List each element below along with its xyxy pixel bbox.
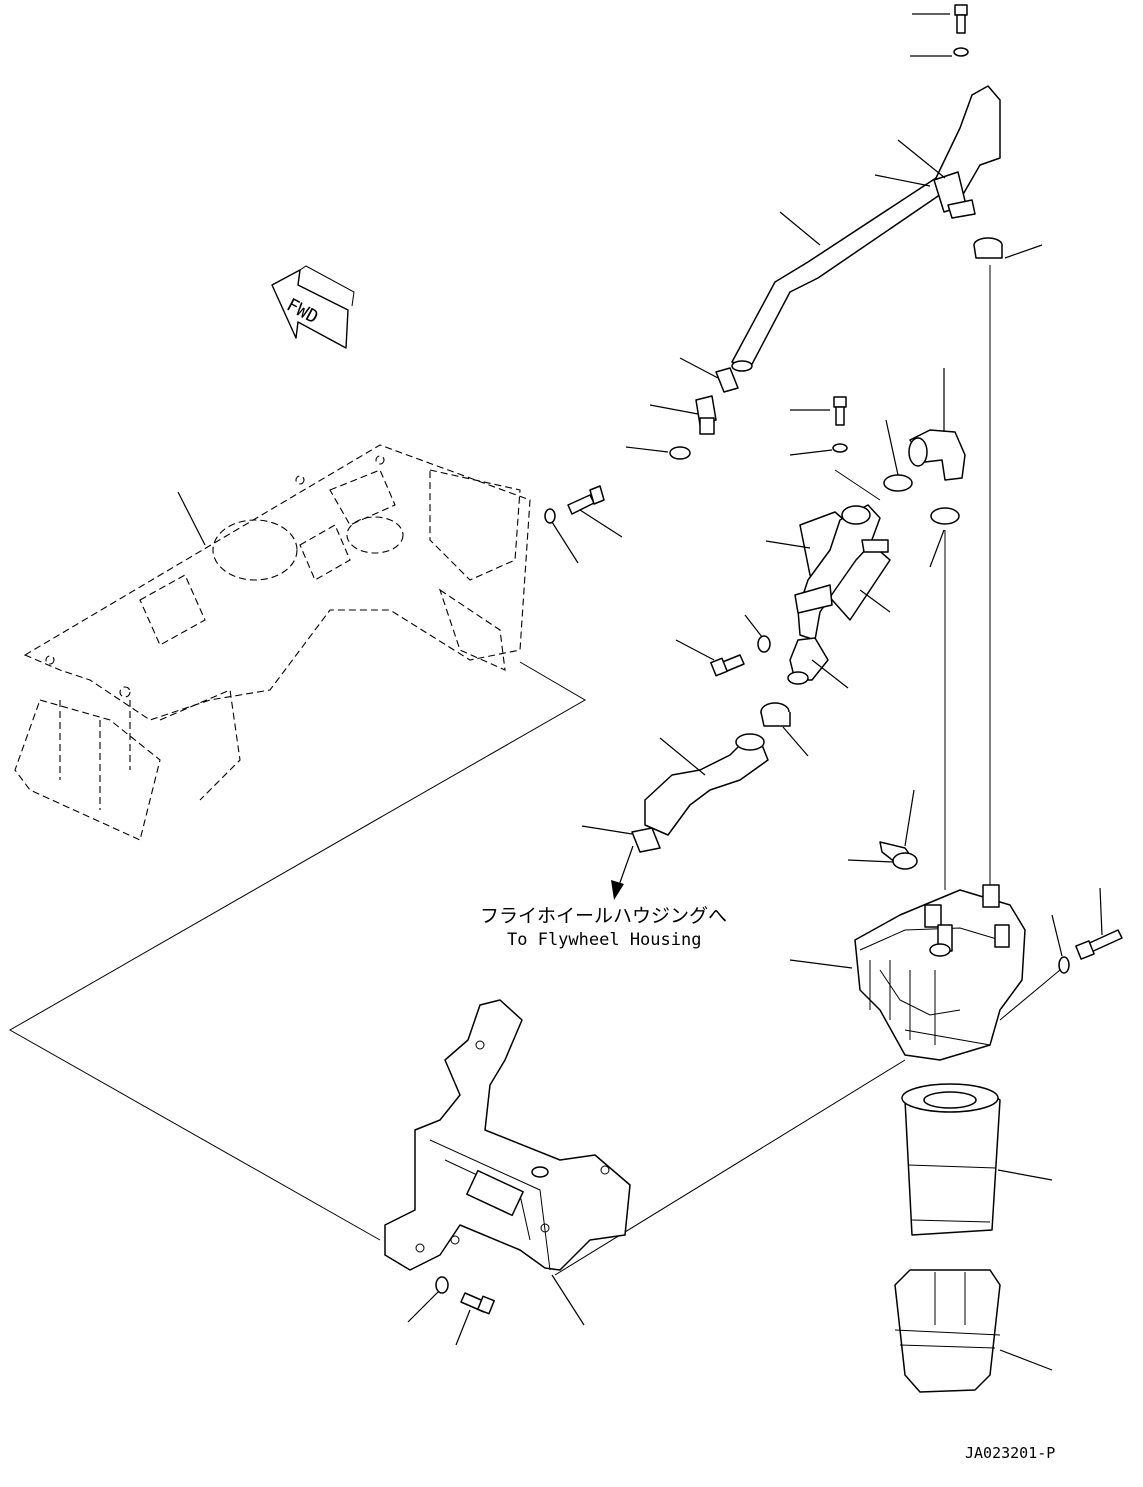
hose-assembly	[765, 504, 891, 689]
frame-plate	[14, 444, 531, 841]
drawing-code: JA023201-P	[965, 1444, 1055, 1462]
sensor-connector	[847, 789, 918, 870]
destination-jp: フライホイールハウジングへ	[480, 905, 727, 927]
frame-bolt	[544, 485, 623, 564]
fwd-arrow: FWD	[271, 265, 355, 349]
filter-element	[901, 1083, 1053, 1236]
destination-en: To Flywheel Housing	[507, 930, 701, 950]
upper-pipe	[731, 85, 1001, 372]
bracket-bolt	[407, 1274, 585, 1346]
filter-head	[789, 884, 1026, 1061]
filter-bowl	[894, 1269, 1053, 1393]
top-bolt	[910, 4, 969, 57]
mounting-bracket	[384, 999, 631, 1271]
frame-plate-leader	[177, 491, 206, 546]
clamp-top-right	[973, 237, 1043, 259]
hose-bolt	[675, 614, 771, 677]
elbow-hose	[883, 368, 966, 568]
lower-hose	[581, 702, 809, 900]
projection-lines	[8, 265, 1061, 1276]
middle-bolt	[789, 396, 848, 456]
filter-bolt	[1051, 887, 1123, 974]
nipple-fitting	[625, 357, 739, 460]
